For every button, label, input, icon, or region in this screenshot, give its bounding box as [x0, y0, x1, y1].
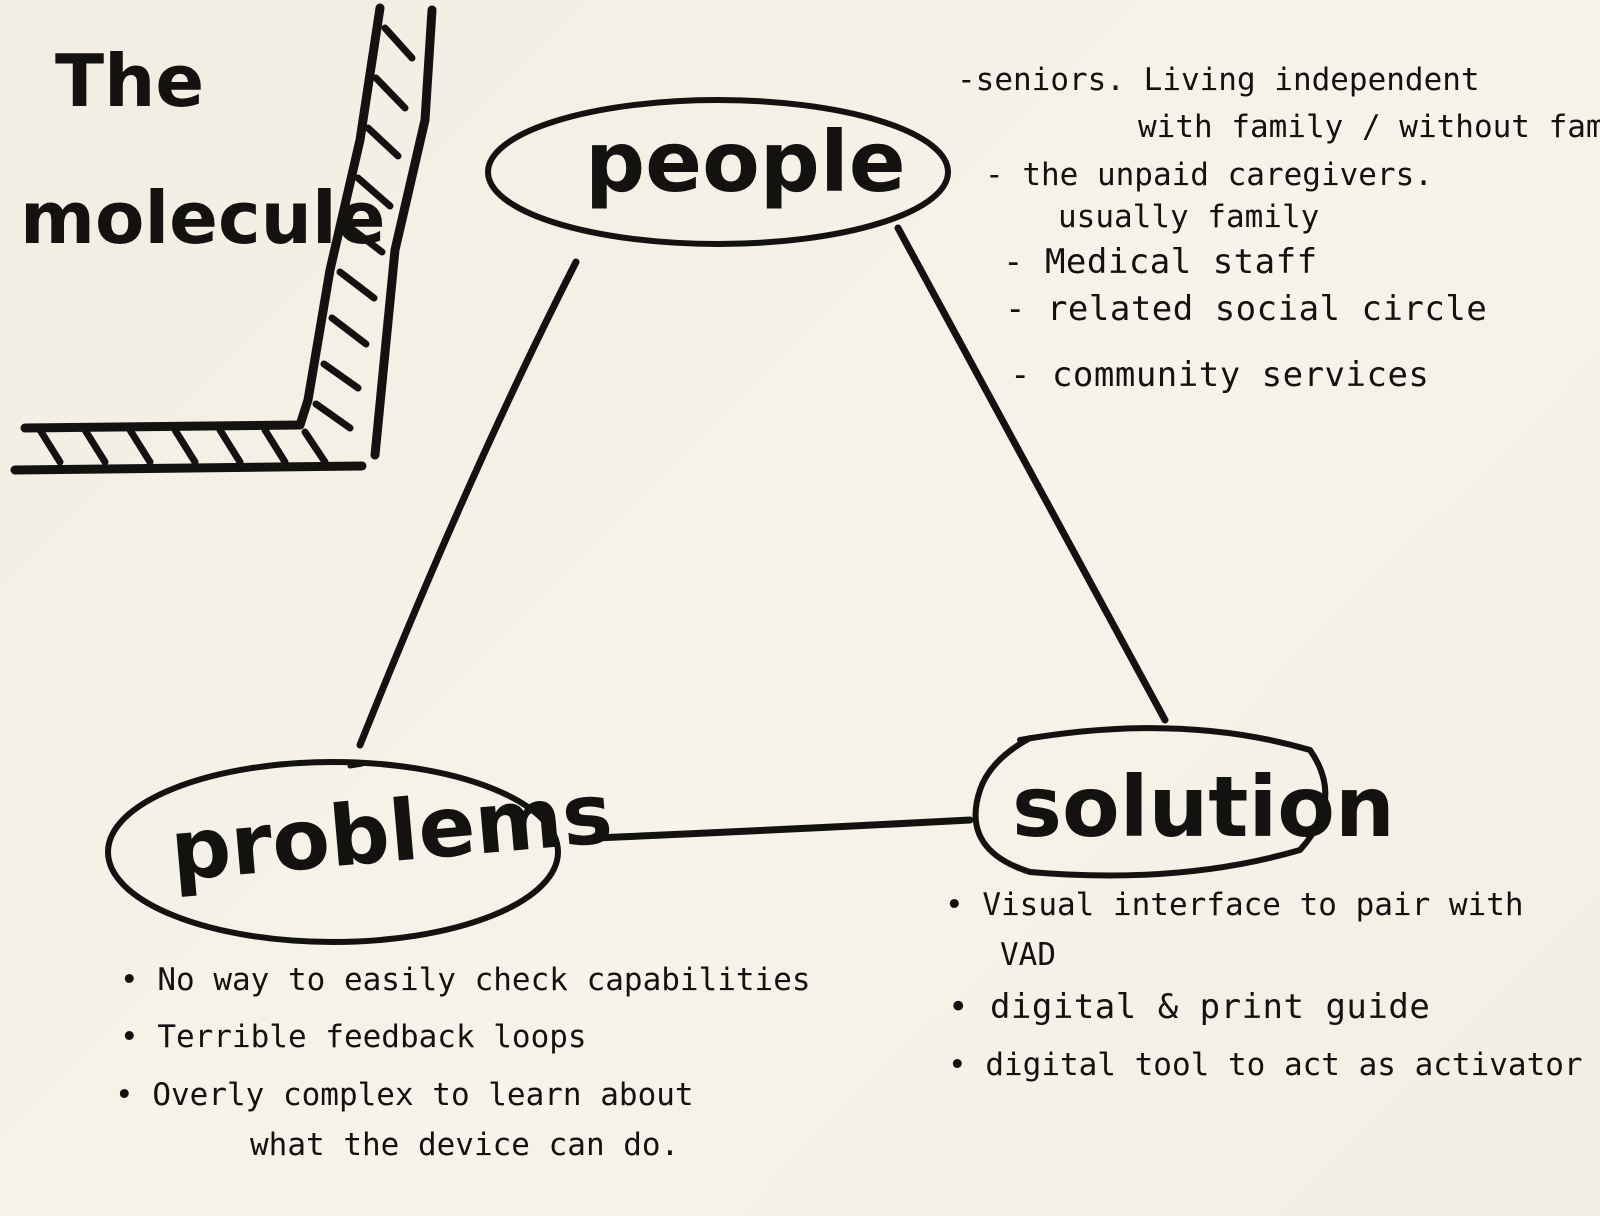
people-note-2: - the unpaid caregivers. — [985, 157, 1433, 193]
problems-note-2: • Terrible feedback loops — [120, 1019, 587, 1055]
solution-node-ellipse — [972, 725, 1329, 879]
solution-note-1b: VAD — [1000, 937, 1056, 973]
people-node-ellipse — [485, 97, 951, 247]
title-line-1: The — [55, 39, 205, 123]
hatched-corner-icon — [10, 3, 437, 475]
people-note-2b: usually family — [1058, 199, 1320, 235]
solution-label: solution — [1012, 758, 1395, 856]
people-note-5: - community services — [1010, 355, 1430, 395]
problems-note-1: • No way to easily check capabilities — [120, 962, 811, 998]
solution-note-3: • digital tool to act as activator — [948, 1047, 1583, 1083]
problems-note-3b: what the device can do. — [250, 1127, 680, 1163]
edge-problems-solution — [591, 816, 974, 842]
edge-people-problems — [356, 258, 580, 749]
people-note-3: - Medical staff — [1003, 242, 1318, 282]
problems-node-ellipse — [105, 759, 561, 945]
problems-note-3: • Overly complex to learn about — [115, 1077, 694, 1113]
title-line-2: molecule — [20, 176, 386, 260]
solution-note-1: • Visual interface to pair with — [945, 887, 1524, 923]
edge-people-solution — [894, 224, 1169, 724]
people-note-1: -seniors. Living independent — [957, 62, 1480, 98]
solution-note-2: • digital & print guide — [948, 987, 1431, 1027]
people-note-1b: with family / without family — [1138, 109, 1600, 145]
people-label: people — [585, 113, 906, 211]
people-note-4: - related social circle — [1005, 289, 1488, 329]
